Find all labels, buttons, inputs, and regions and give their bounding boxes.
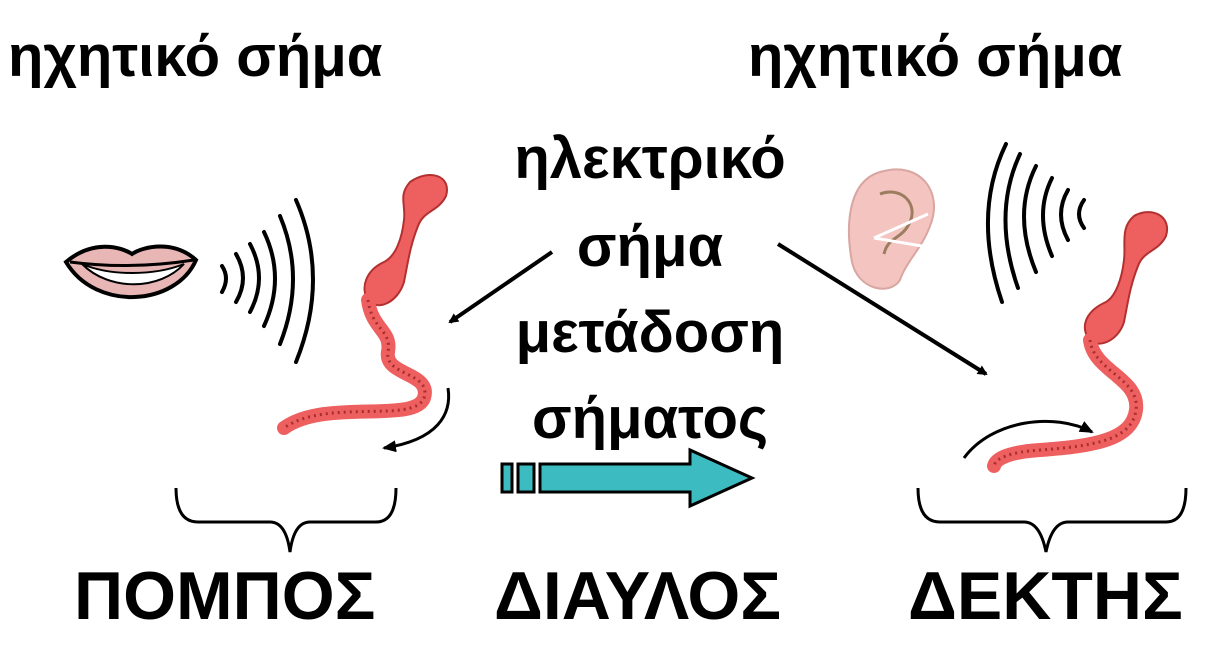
mouth-icon [66,247,196,298]
pointer-arrow-left [450,252,552,322]
incoming-sound-waves-icon [988,144,1084,302]
channel-arrow-icon [502,450,752,506]
sound-waves-icon [222,200,313,362]
ear-icon [849,169,934,288]
transmitter-brace [176,488,396,552]
receiver-brace [918,488,1186,552]
right-telephone-icon [964,212,1167,466]
